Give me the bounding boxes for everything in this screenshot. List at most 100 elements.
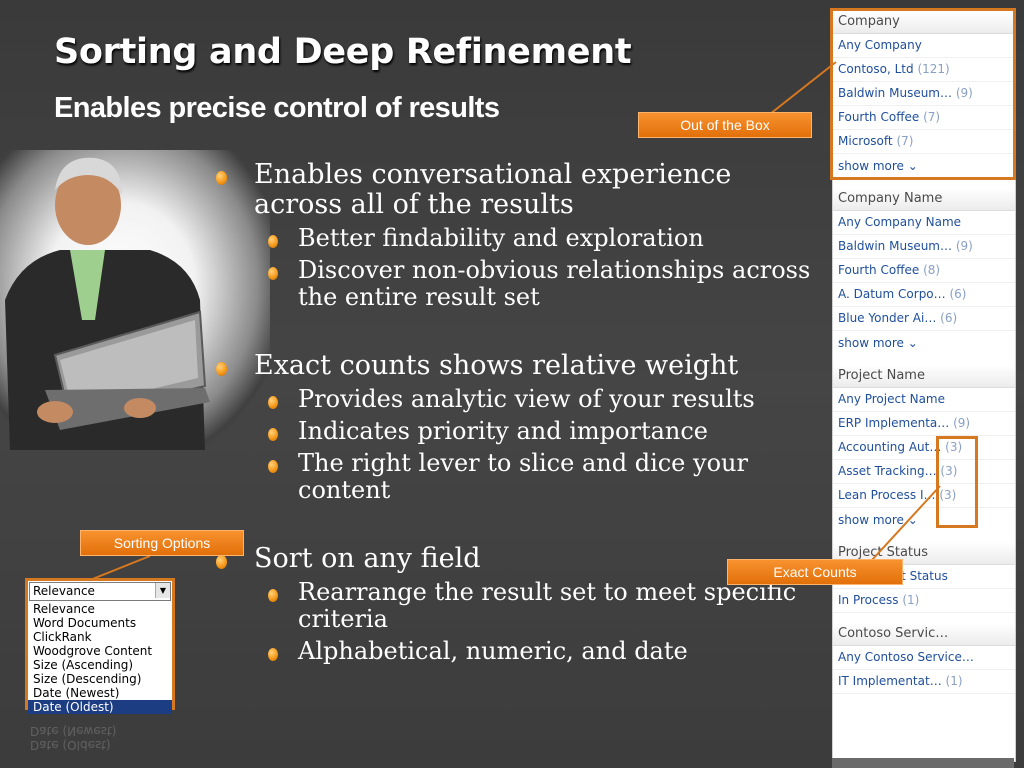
refiner-label: Fourth Coffee — [838, 263, 920, 277]
refiner-item[interactable]: A. Datum Corpo… (6) — [833, 283, 1015, 307]
refiner-count: (7) — [923, 110, 941, 124]
refiner-label: Lean Process I… — [838, 488, 936, 502]
panel-scroll-edge — [832, 758, 1014, 768]
sort-option[interactable]: ClickRank — [33, 630, 92, 644]
show-more-link[interactable]: show more ⌄ — [838, 336, 918, 350]
refiner-label: In Process — [838, 593, 899, 607]
sort-option[interactable]: Size (Ascending) — [33, 658, 134, 672]
sub-bullet-text: Discover non-obvious relationships acros… — [298, 256, 811, 311]
sub-bullet-text: Better findability and exploration — [298, 224, 704, 252]
refiner-item[interactable]: Baldwin Museum… (9) — [833, 82, 1015, 106]
refiner-any-company[interactable]: Any Company — [833, 34, 1015, 58]
refiner-item[interactable]: Blue Yonder Ai… (6) — [833, 307, 1015, 331]
refiner-count: (3) — [945, 440, 963, 454]
sort-option[interactable]: Woodgrove Content — [33, 644, 153, 658]
refiner-any-contoso-service[interactable]: Any Contoso Service… — [833, 646, 1015, 670]
bullet-dot-icon — [216, 362, 227, 376]
reflection-text: Date (Oldest) — [30, 738, 111, 752]
sub-bullet-item: Indicates priority and importance — [212, 418, 822, 445]
refiner-item[interactable]: Microsoft (7) — [833, 130, 1015, 154]
slide-subtitle: Enables precise control of results — [54, 92, 500, 124]
refiner-count: (9) — [955, 239, 973, 253]
refiner-item[interactable]: Contoso, Ltd (121) — [833, 58, 1015, 82]
refiner-item[interactable]: Fourth Coffee (7) — [833, 106, 1015, 130]
bullet-dot-icon — [268, 267, 278, 280]
sub-bullet-text: The right lever to slice and dice your c… — [298, 449, 748, 504]
refiner-header-company: Company — [833, 11, 1015, 34]
refiner-label: Asset Tracking… — [838, 464, 937, 478]
refiner-item[interactable]: Lean Process I… (3) — [833, 484, 1015, 508]
sub-bullet-item: Provides analytic view of your results — [212, 386, 822, 413]
show-more-link[interactable]: show more ⌄ — [838, 513, 918, 527]
exact-counts-highlight — [936, 436, 978, 528]
bullet-dot-icon — [268, 428, 278, 441]
refiner-item[interactable]: ERP Implementa… (9) — [833, 412, 1015, 436]
sort-option[interactable]: Date (Newest) — [33, 686, 120, 700]
bullet-dot-icon — [268, 235, 278, 248]
sort-option-selected[interactable]: Date (Oldest) — [28, 700, 172, 714]
refiner-label: Baldwin Museum… — [838, 86, 952, 100]
refiner-header-project-name: Project Name — [833, 365, 1015, 388]
sort-option[interactable]: Relevance — [33, 602, 95, 616]
refiner-item[interactable]: IT Implementat… (1) — [833, 670, 1015, 694]
bullet-dot-icon — [268, 396, 278, 409]
sub-bullet-item: Better findability and exploration — [212, 225, 822, 252]
refiner-header-contoso-service: Contoso Servic… — [833, 623, 1015, 646]
refiner-any-project-name[interactable]: Any Project Name — [833, 388, 1015, 412]
refiner-item[interactable]: In Process (1) — [833, 589, 1015, 613]
sort-option[interactable]: Size (Descending) — [33, 672, 142, 686]
exact-counts-callout: Exact Counts — [727, 559, 903, 585]
refiner-count: (8) — [923, 263, 941, 277]
refiner-item[interactable]: Baldwin Museum… (9) — [833, 235, 1015, 259]
sort-select[interactable]: Relevance ▼ — [29, 582, 171, 601]
sort-dropdown-reflection: Date (Oldest) Date (Newest) — [25, 712, 175, 752]
refiner-label: ERP Implementa… — [838, 416, 950, 430]
reflection-text: Date (Newest) — [30, 724, 117, 738]
presenter-photo — [0, 150, 270, 450]
sub-bullet-text: Alphabetical, numeric, and date — [298, 637, 688, 665]
out-of-box-callout: Out of the Box — [638, 112, 812, 138]
out-of-box-highlight — [830, 8, 1016, 180]
bullet-dot-icon — [268, 648, 278, 661]
sub-bullet-text: Provides analytic view of your results — [298, 385, 755, 413]
refiner-label: IT Implementat… — [838, 674, 942, 688]
bullet-text: Exact counts shows relative weight — [254, 350, 739, 381]
show-more-link[interactable]: show more ⌄ — [838, 159, 918, 173]
dropdown-arrow-icon[interactable]: ▼ — [155, 583, 170, 598]
sub-bullet-item: Alphabetical, numeric, and date — [212, 638, 822, 665]
sort-option[interactable]: Word Documents — [33, 616, 137, 630]
bullet-dot-icon — [268, 589, 278, 602]
refiner-item[interactable]: Accounting Aut… (3) — [833, 436, 1015, 460]
bullet-group: Exact counts shows relative weight Provi… — [212, 351, 822, 504]
sub-bullet-item: Rearrange the result set to meet specifi… — [212, 579, 822, 633]
refiner-count: (121) — [917, 62, 950, 76]
refiner-any-company-name[interactable]: Any Company Name — [833, 211, 1015, 235]
refiner-count: (1) — [902, 593, 920, 607]
slide-title: Sorting and Deep Refinement — [54, 32, 632, 72]
refiner-label: Accounting Aut… — [838, 440, 942, 454]
refiner-count: (9) — [953, 416, 971, 430]
refinement-panel: Company Any Company Contoso, Ltd (121) B… — [832, 10, 1016, 762]
refiner-item[interactable]: Asset Tracking… (3) — [833, 460, 1015, 484]
refiner-count: (6) — [940, 311, 958, 325]
refiner-label: Fourth Coffee — [838, 110, 920, 124]
refiner-count: (3) — [940, 464, 958, 478]
refiner-count: (7) — [896, 134, 914, 148]
refiner-count: (9) — [955, 86, 973, 100]
sub-bullet-text: Rearrange the result set to meet specifi… — [298, 578, 797, 633]
refiner-item[interactable]: Fourth Coffee (8) — [833, 259, 1015, 283]
sort-dropdown[interactable]: Relevance ▼ Relevance Word Documents Clic… — [25, 578, 175, 714]
refiner-count: (3) — [939, 488, 957, 502]
sort-selected-value: Relevance — [33, 584, 95, 598]
bullet-item: Enables conversational experience across… — [212, 160, 822, 220]
bullet-dot-icon — [216, 171, 227, 185]
bullet-text: Enables conversational experience across… — [254, 159, 732, 220]
refiner-label: Baldwin Museum… — [838, 239, 952, 253]
bullet-item: Sort on any field — [212, 544, 822, 574]
bullet-dot-icon — [268, 460, 278, 473]
refiner-label: Contoso, Ltd — [838, 62, 914, 76]
bullet-group: Sort on any field Rearrange the result s… — [212, 544, 822, 665]
bullet-group: Enables conversational experience across… — [212, 160, 822, 311]
bullet-dot-icon — [216, 555, 227, 569]
